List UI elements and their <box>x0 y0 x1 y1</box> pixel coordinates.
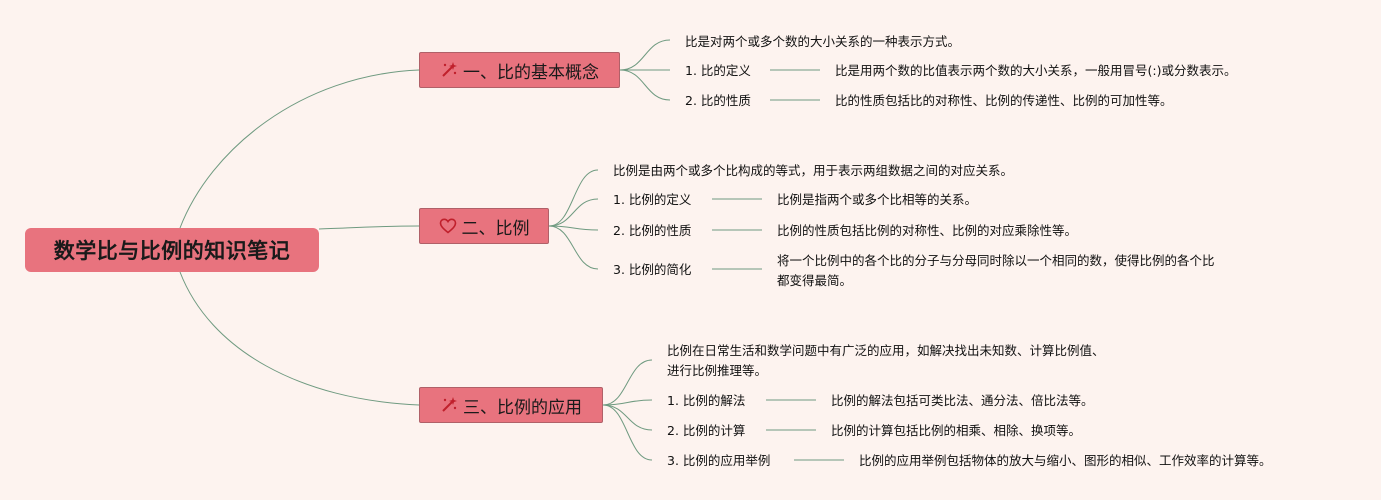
root-title: 数学比与比例的知识笔记 <box>53 239 291 263</box>
item-detail: 比例的性质包括比例的对称性、比例的对应乘除性等。 <box>777 223 1078 238</box>
connector-line <box>619 39 671 71</box>
item-detail: 都变得最简。 <box>777 273 853 288</box>
connector-line <box>548 198 599 227</box>
branch-node-proportion[interactable]: 二、比例 <box>419 208 549 244</box>
magic-wand-icon <box>440 61 458 79</box>
connector-line <box>602 359 653 406</box>
branch-intro-line: 比例是由两个或多个比构成的等式，用于表示两组数据之间的对应关系。 <box>613 163 1014 178</box>
item-detail: 比例的应用举例包括物体的放大与缩小、图形的相似、工作效率的计算等。 <box>859 453 1272 468</box>
item-label: 3. 比例的简化 <box>613 262 692 277</box>
magic-wand-icon <box>440 396 458 414</box>
connector-line <box>602 404 653 431</box>
item-label: 2. 比例的性质 <box>613 223 692 238</box>
branch-title: 三、比例的应用 <box>463 397 582 418</box>
connector-line <box>179 69 420 229</box>
item-detail: 比的性质包括比的对称性、比例的传递性、比例的可加性等。 <box>835 93 1173 108</box>
connector-line <box>179 271 420 406</box>
branch-title: 二、比例 <box>461 218 530 239</box>
branch-node-basic-concept[interactable]: 一、比的基本概念 <box>419 52 620 88</box>
item-label: 3. 比例的应用举例 <box>667 453 771 468</box>
connector-line <box>548 225 599 231</box>
item-detail: 比例的解法包括可类比法、通分法、倍比法等。 <box>831 393 1094 408</box>
connector-line <box>602 404 653 461</box>
item-label: 1. 比例的解法 <box>667 393 746 408</box>
branch-title: 一、比的基本概念 <box>463 62 599 83</box>
item-label: 1. 比的定义 <box>685 63 751 78</box>
root-node[interactable]: 数学比与比例的知识笔记 <box>25 228 319 272</box>
branch-intro-line: 比是对两个或多个数的大小关系的一种表示方式。 <box>685 34 961 49</box>
heart-icon <box>439 218 457 234</box>
connector-line <box>602 399 653 406</box>
branch-intro-line: 比例在日常生活和数学问题中有广泛的应用，如解决找出未知数、计算比例值、 <box>667 343 1105 358</box>
connector-line <box>548 225 599 270</box>
branch-node-application[interactable]: 三、比例的应用 <box>419 387 603 423</box>
item-label: 1. 比例的定义 <box>613 192 692 207</box>
item-detail: 比例是指两个或多个比相等的关系。 <box>777 192 978 207</box>
item-detail: 比例的计算包括比例的相乘、相除、换项等。 <box>831 423 1082 438</box>
item-detail: 比是用两个数的比值表示两个数的大小关系，一般用冒号(:)或分数表示。 <box>835 63 1237 78</box>
item-label: 2. 比的性质 <box>685 93 751 108</box>
branch-intro-line: 进行比例推理等。 <box>667 363 768 378</box>
item-label: 2. 比例的计算 <box>667 423 746 438</box>
connector-line <box>548 169 599 227</box>
connector-line <box>619 69 671 101</box>
item-detail: 将一个比例中的各个比的分子与分母同时除以一个相同的数，使得比例的各个比 <box>777 253 1215 268</box>
connector-line <box>318 225 420 230</box>
